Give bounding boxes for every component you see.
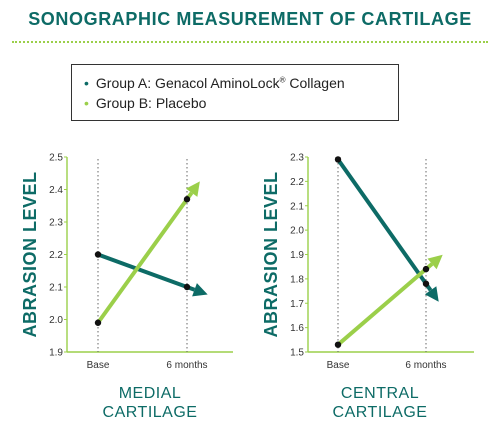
- chart-title-line: CARTILAGE: [103, 404, 198, 421]
- y-tick-label: 2.0: [290, 226, 304, 237]
- legend-item-group-b: • Group B: Placebo: [84, 93, 398, 113]
- series-group-b: [94, 181, 200, 326]
- chart-title-line: MEDIAL: [119, 385, 182, 402]
- y-tick-label: 1.9: [290, 250, 304, 261]
- data-point: [422, 280, 430, 287]
- chart-title-line: CENTRAL: [341, 385, 419, 402]
- chart-title-line: CARTILAGE: [333, 404, 428, 421]
- x-tick-label: 6 months: [405, 360, 446, 371]
- y-tick-label: 2.1: [290, 201, 304, 212]
- series-line: [97, 252, 196, 292]
- series-line: [336, 262, 434, 347]
- data-point: [183, 283, 191, 291]
- y-tick-label: 1.8: [290, 274, 304, 285]
- series-line: [336, 158, 433, 292]
- arrow-head: [185, 181, 200, 197]
- legend-label-group-a: Group A: Genacol AminoLock® Collagen: [95, 75, 345, 91]
- arrow-head: [424, 286, 439, 302]
- y-tick-label: 2.3: [49, 218, 63, 229]
- data-point: [422, 265, 430, 273]
- legend-bullet-icon: •: [84, 75, 89, 91]
- legend-label-group-b: Group B: Placebo: [95, 95, 207, 111]
- x-tick-label: Base: [327, 360, 350, 371]
- y-tick-label: 1.7: [290, 299, 304, 310]
- y-axis-title: ABRASION LEVEL: [261, 171, 281, 337]
- legend-item-group-a: • Group A: Genacol AminoLock® Collagen: [84, 73, 398, 93]
- series-group-a: [334, 156, 439, 302]
- data-point: [183, 196, 191, 203]
- data-point: [334, 156, 342, 163]
- data-point: [94, 251, 102, 258]
- y-tick-label: 2.0: [49, 315, 63, 326]
- data-point: [94, 319, 102, 326]
- series-group-a: [94, 251, 208, 297]
- y-tick-label: 1.5: [290, 348, 304, 359]
- y-tick-label: 2.1: [49, 283, 63, 294]
- y-tick-label: 1.6: [290, 323, 304, 334]
- y-axis-title: ABRASION LEVEL: [20, 171, 40, 337]
- legend: • Group A: Genacol AminoLock® Collagen •…: [71, 64, 399, 121]
- y-tick-label: 2.3: [290, 153, 304, 164]
- x-tick-label: Base: [87, 360, 110, 371]
- y-tick-label: 2.5: [49, 153, 63, 164]
- series-group-b: [334, 254, 443, 348]
- y-tick-label: 2.2: [49, 250, 63, 261]
- y-tick-label: 1.9: [49, 348, 63, 359]
- arrow-head: [192, 283, 208, 297]
- data-point: [334, 341, 342, 348]
- legend-bullet-icon: •: [84, 95, 89, 111]
- title-divider: [12, 41, 488, 43]
- arrow-head: [427, 254, 443, 270]
- page-title: SONOGRAPHIC MEASUREMENT OF CARTILAGE: [28, 9, 472, 29]
- y-tick-label: 2.2: [290, 177, 304, 188]
- series-line: [96, 191, 194, 324]
- x-tick-label: 6 months: [166, 360, 207, 371]
- y-tick-label: 2.4: [49, 185, 63, 196]
